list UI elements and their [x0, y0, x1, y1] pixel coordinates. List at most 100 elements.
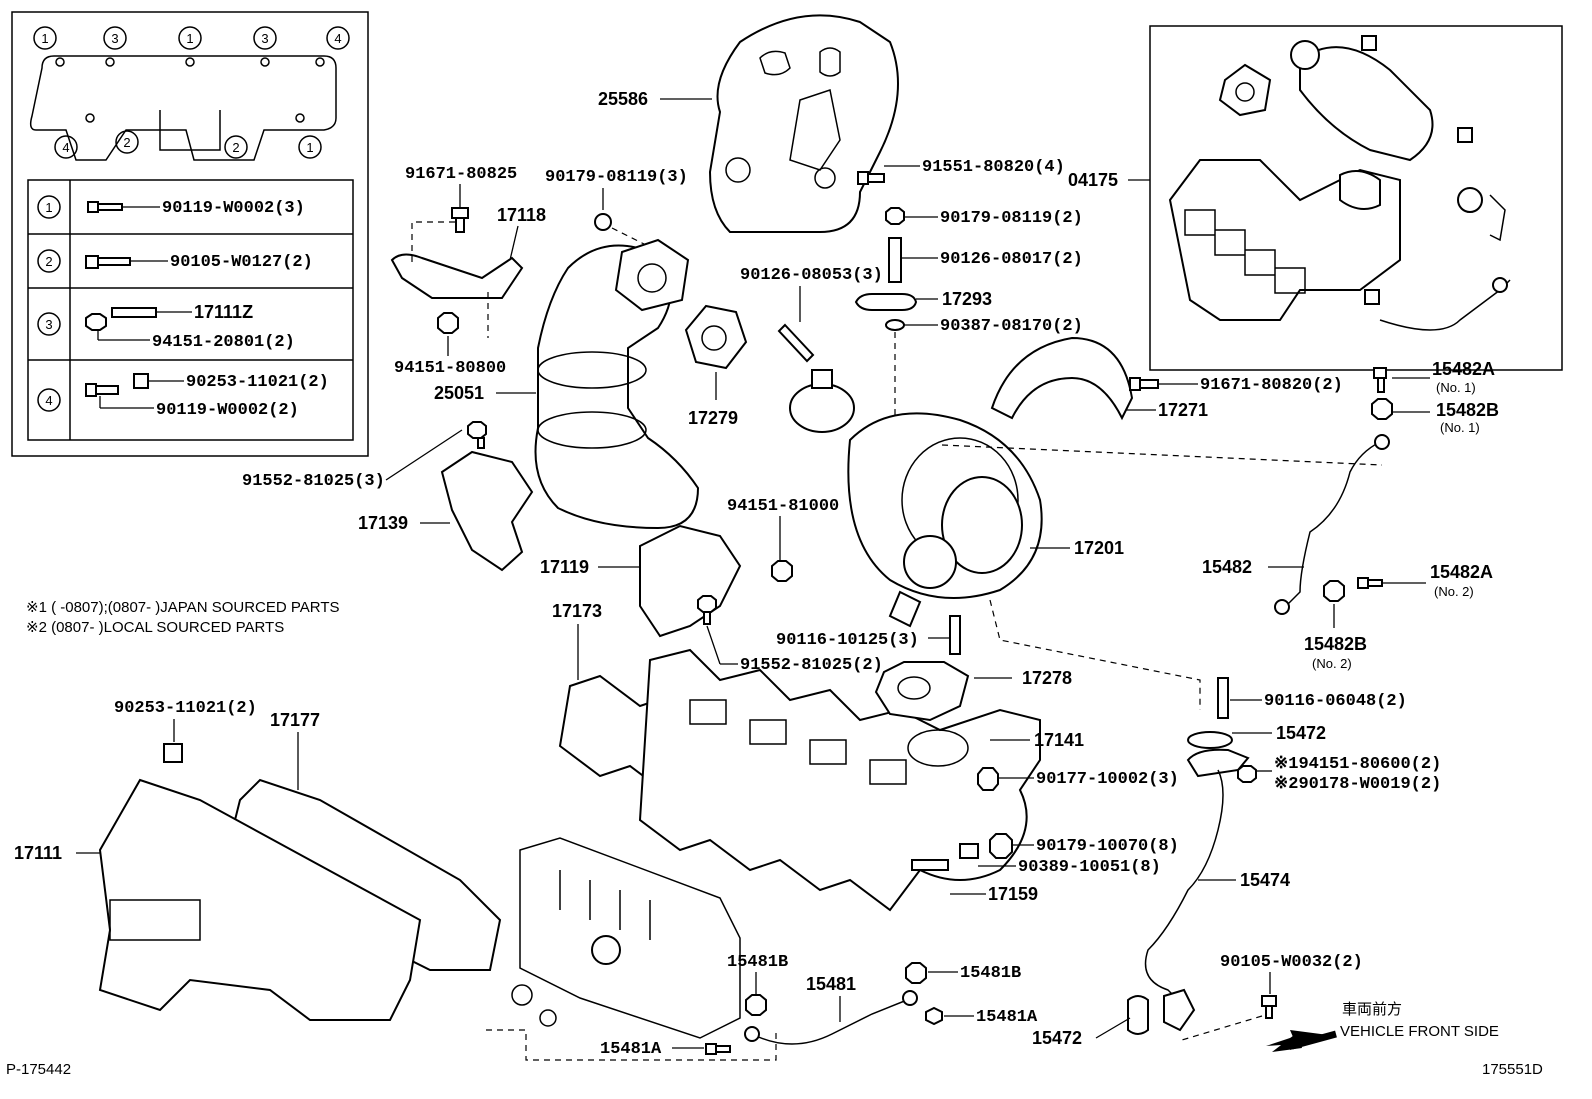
oil-pipe-15481 [751, 997, 913, 1045]
callout-04175: 04175 [1068, 170, 1118, 190]
svg-text:3: 3 [111, 31, 118, 46]
callout-17118: 17118 [497, 205, 546, 225]
callout-17173: 17173 [552, 601, 602, 621]
svg-text:1: 1 [186, 31, 193, 46]
engine-block-sketch [519, 837, 741, 1039]
legend-row-4: 4 90253-11021(2) 90119-W0002(2) [37, 373, 329, 420]
bracket-17139 [440, 450, 534, 572]
callout-17141: 17141 [1034, 730, 1084, 750]
callout-90126-08017-2: 90126-08017(2) [940, 250, 1083, 269]
callout-17159: 17159 [988, 884, 1038, 904]
callout-94151-81000: 94151-81000 [727, 497, 839, 516]
callout-94151-80600: ※194151-80600(2) [1274, 755, 1441, 774]
callout-90253-11021-2: 90253-11021(2) [114, 699, 257, 718]
legend-row-1: 1 90119-W0002(3) [37, 195, 305, 219]
svg-text:94151-20801(2): 94151-20801(2) [152, 333, 295, 352]
callout-90179-08119-2: 90179-08119(2) [940, 209, 1083, 228]
callout-91552-81025-2: 91552-81025(2) [740, 656, 883, 675]
callout-17177: 17177 [270, 710, 320, 730]
callout-94151-80800: 94151-80800 [394, 359, 506, 378]
legend-circle-4b: 4 [54, 135, 78, 159]
callout-15481: 15481 [806, 974, 856, 994]
svg-text:90119-W0002(3): 90119-W0002(3) [162, 199, 305, 218]
callout-17278: 17278 [1022, 668, 1072, 688]
gasket-17278 [874, 661, 970, 722]
direction-label-jp: 車両前方 [1342, 1001, 1402, 1018]
callout-15482A-2-no: (No. 2) [1434, 584, 1474, 599]
callout-15474: 15474 [1240, 870, 1290, 890]
footer-left-code: P-175442 [6, 1061, 71, 1078]
oil-pipe-15482 [1279, 441, 1381, 613]
legend-circle-3b: 3 [253, 26, 277, 50]
svg-text:17111Z: 17111Z [194, 302, 253, 322]
callout-17201: 17201 [1074, 538, 1124, 558]
callout-15482B-1: 15482B [1436, 400, 1499, 420]
callout-15482A-2: 15482A [1430, 562, 1493, 582]
callout-15482B-2: 15482B [1304, 634, 1367, 654]
callout-90105-W0032-2: 90105-W0032(2) [1220, 953, 1363, 972]
svg-text:2: 2 [45, 254, 52, 269]
callout-91671-80825: 91671-80825 [405, 165, 517, 184]
callout-91671-80820-2: 91671-80820(2) [1200, 376, 1343, 395]
callout-15481B-a: 15481B [727, 953, 788, 972]
footer-right-code: 175551D [1482, 1061, 1543, 1078]
callout-90178-W0019: ※290178-W0019(2) [1274, 775, 1441, 794]
callout-15481A-b: 15481A [600, 1040, 662, 1059]
svg-text:4: 4 [45, 393, 52, 408]
oil-pipe-15474 [1144, 769, 1224, 1011]
note-japan-sourced: ※1 ( -0807);(0807- )JAPAN SOURCED PARTS [26, 599, 340, 616]
turbo-assembly-inset [1149, 25, 1563, 371]
svg-text:1: 1 [306, 140, 313, 155]
svg-text:90253-11021(2): 90253-11021(2) [186, 373, 329, 392]
callout-17139: 17139 [358, 513, 408, 533]
callout-15482A-1-no: (No. 1) [1436, 380, 1476, 395]
legend-circle-3: 3 [103, 26, 127, 50]
callout-90116-06048-2: 90116-06048(2) [1264, 692, 1407, 711]
svg-text:4: 4 [62, 140, 69, 155]
callout-91551-80820-4: 91551-80820(4) [922, 158, 1065, 177]
legend-circle-2: 2 [115, 130, 139, 154]
svg-text:2: 2 [123, 135, 130, 150]
callout-17271: 17271 [1158, 400, 1208, 420]
legend-circle-1b: 1 [178, 26, 202, 50]
callout-90116-10125-3: 90116-10125(3) [776, 631, 919, 650]
direction-label-en: VEHICLE FRONT SIDE [1340, 1023, 1499, 1040]
gasket-17279 [684, 304, 748, 370]
callout-90389-10051-8: 90389-10051(8) [1018, 858, 1161, 877]
legend-row-3: 3 17111Z 94151-20801(2) [37, 302, 295, 352]
turbo-heat-shield-17271 [990, 336, 1134, 421]
legend-circle-1c: 1 [298, 135, 322, 159]
callout-15481A-a: 15481A [976, 1008, 1038, 1027]
callout-15472-bottom: 15472 [1032, 1028, 1082, 1048]
callout-90387-08170-2: 90387-08170(2) [940, 317, 1083, 336]
legend-circle-1: 1 [33, 26, 57, 50]
svg-text:3: 3 [261, 31, 268, 46]
heat-shield-25586 [708, 14, 899, 233]
callout-17279: 17279 [688, 408, 738, 428]
bracket-17118 [390, 253, 524, 299]
callout-15482A-1: 15482A [1432, 359, 1495, 379]
callout-17111: 17111 [14, 843, 62, 863]
fastener-legend-box: 1 3 1 3 4 4 2 2 1 1 90119-W0002(3) 2 901… [11, 11, 369, 457]
callout-25051: 25051 [434, 383, 484, 403]
svg-text:3: 3 [45, 317, 52, 332]
callout-90126-08053-3: 90126-08053(3) [740, 266, 883, 285]
svg-text:2: 2 [232, 140, 239, 155]
legend-circle-4: 4 [326, 26, 350, 50]
callout-15481B-b: 15481B [960, 964, 1021, 983]
callout-25586: 25586 [598, 89, 648, 109]
legend-circle-2b: 2 [224, 135, 248, 159]
callout-15472-top: 15472 [1276, 723, 1326, 743]
svg-text:90105-W0127(2): 90105-W0127(2) [170, 253, 313, 272]
intake-manifold-17111 [98, 778, 422, 1021]
bracket-17119 [639, 524, 742, 638]
callout-15482: 15482 [1202, 557, 1252, 577]
callout-15482B-2-no: (No. 2) [1312, 656, 1352, 671]
turbocharger-17201 [789, 369, 1043, 628]
callout-90177-10002-3: 90177-10002(3) [1036, 770, 1179, 789]
svg-text:4: 4 [334, 31, 341, 46]
callout-90179-10070-8: 90179-10070(8) [1036, 837, 1179, 856]
callout-15482B-1-no: (No. 1) [1440, 420, 1480, 435]
svg-text:90119-W0002(2): 90119-W0002(2) [156, 401, 299, 420]
